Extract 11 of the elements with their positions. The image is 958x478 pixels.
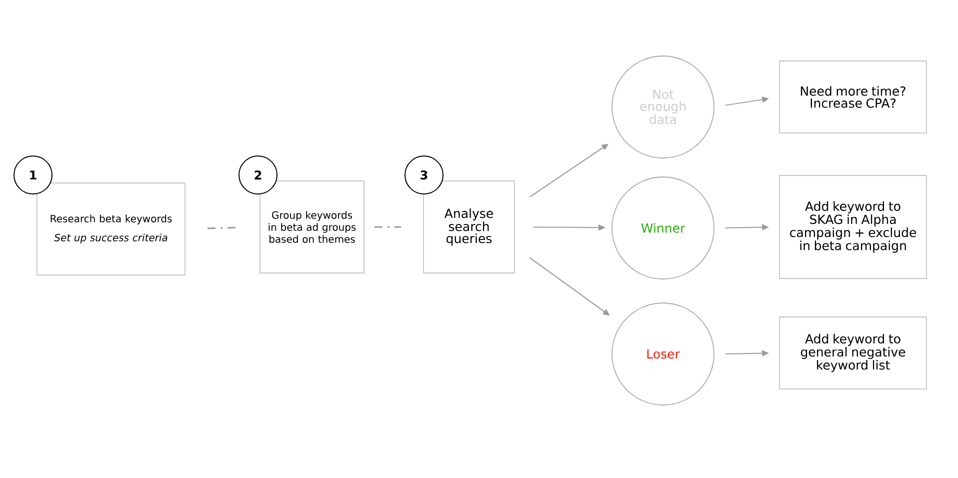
process-box: Analyse search queries	[423, 180, 515, 274]
action-box: Add keyword to general negative keyword list	[779, 316, 927, 390]
action-box: Need more time? Increase CPA?	[779, 60, 927, 134]
connector	[374, 226, 402, 228]
process-box: Research beta keywords Set up success criteria	[36, 182, 186, 276]
action-box: Add keyword to SKAG in Alpha campaign + exclude in beta campaign	[779, 175, 927, 279]
step-number: 3	[404, 156, 444, 194]
step-number: 1	[14, 156, 52, 194]
step-number: 2	[238, 156, 278, 194]
process-box: Group keywords in beta ad groups based on themes	[260, 180, 364, 274]
connector	[207, 226, 238, 230]
